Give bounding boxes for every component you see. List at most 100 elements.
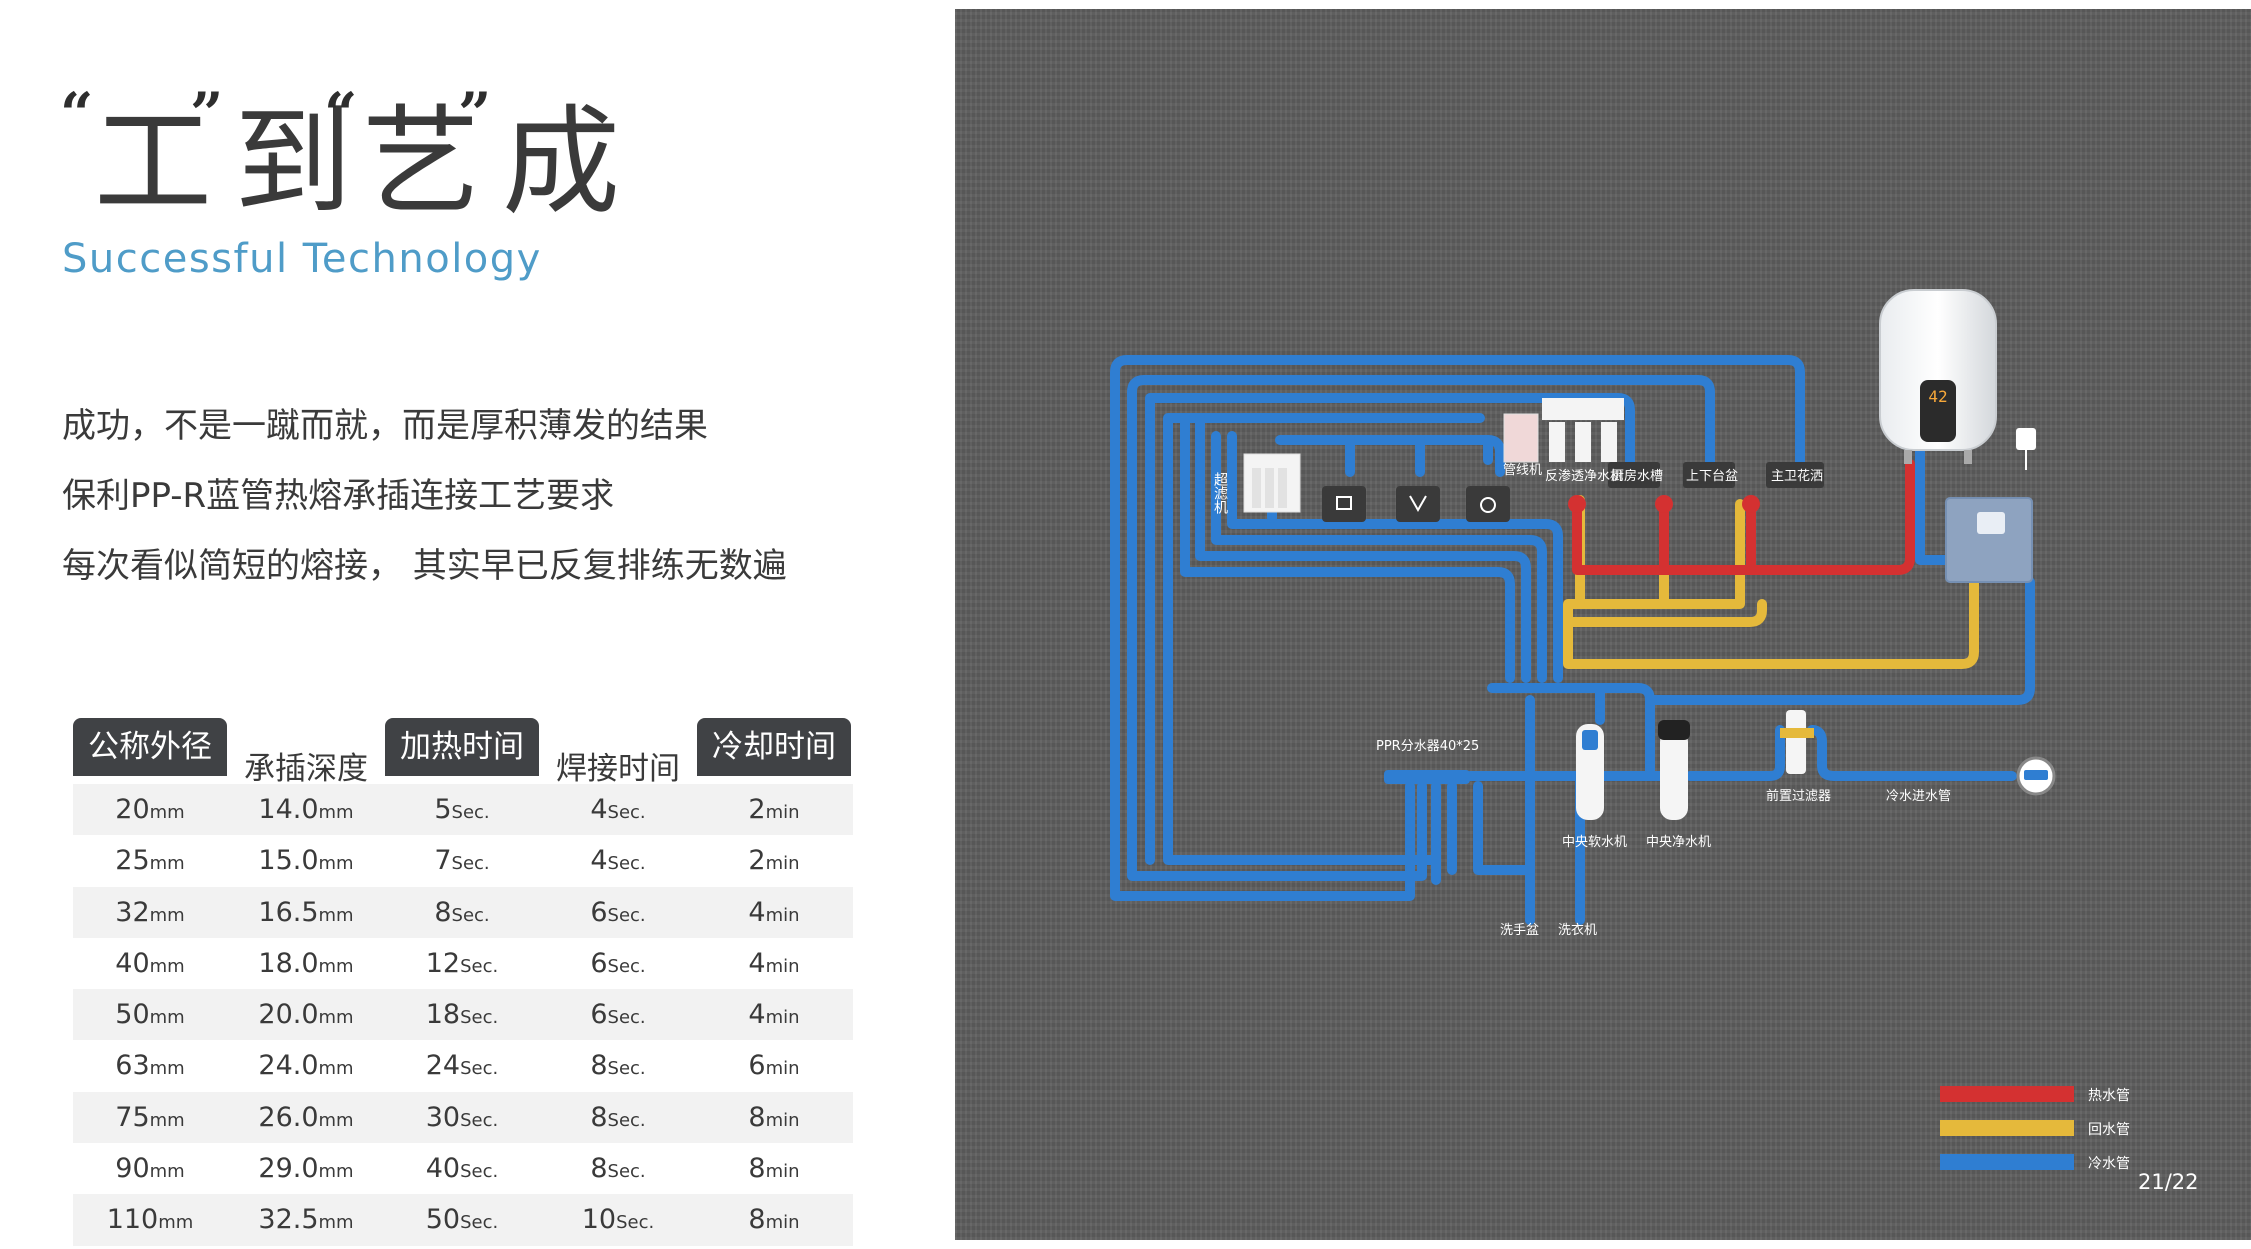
cold-pipe-segment xyxy=(1915,445,1951,565)
cold-pipe-segment xyxy=(1595,725,2017,781)
table-cell: 12Sec. xyxy=(385,938,539,989)
table-cell: 6Sec. xyxy=(541,938,695,989)
water-meter-icon xyxy=(2016,756,2056,796)
hot-pipe-segment xyxy=(1572,459,1915,575)
drinking-tap-icon xyxy=(1466,486,1510,522)
water-heater: 42 xyxy=(1879,289,1997,464)
tea-bar-icon xyxy=(1322,486,1366,522)
cell-value: 90 xyxy=(115,1153,150,1185)
cell-unit: mm xyxy=(149,1007,185,1029)
cell-value: 8 xyxy=(748,1204,766,1236)
cell-unit: mm xyxy=(318,1109,354,1131)
cell-value: 6 xyxy=(590,896,608,928)
cell-value: 6 xyxy=(590,999,608,1031)
cold-pipe-segment xyxy=(1110,355,1805,901)
cell-value: 8 xyxy=(590,1101,608,1133)
table-cell: 6Sec. xyxy=(541,989,695,1040)
kitchen-faucet-icon xyxy=(1396,486,1440,522)
cell-unit: min xyxy=(765,955,800,977)
title-quote-open: “ xyxy=(60,80,94,148)
cell-unit: Sec. xyxy=(607,904,646,926)
heater-display-value: 42 xyxy=(1928,387,1947,406)
return-pipe-segment xyxy=(1563,577,1979,669)
table-cell: 10Sec. xyxy=(541,1194,695,1245)
table-header-row: 公称外径 承插深度 加热时间 焊接时间 冷却时间 xyxy=(73,718,853,785)
cell-unit: Sec. xyxy=(460,1109,499,1131)
cell-unit: mm xyxy=(318,904,354,926)
cell-unit: min xyxy=(765,1007,800,1029)
cell-value: 24.0 xyxy=(258,1050,319,1082)
cell-unit: Sec. xyxy=(460,1161,499,1183)
title-quote-open-2: “ xyxy=(324,80,358,148)
label-prefilter: 前置过滤器 xyxy=(1766,788,1831,804)
cell-value: 8 xyxy=(748,1153,766,1185)
table-cell: 90mm xyxy=(73,1143,227,1194)
cold-pipe-segment xyxy=(1267,435,1505,523)
cell-unit: min xyxy=(765,1058,800,1080)
header-heating-time: 加热时间 xyxy=(385,718,539,776)
cell-unit: mm xyxy=(318,1212,354,1234)
central-softener xyxy=(1576,724,1604,820)
label-ultrafilter: 超滤机 xyxy=(1212,472,1228,515)
cell-unit: mm xyxy=(149,904,185,926)
cell-value: 14.0 xyxy=(258,794,319,825)
cold-pipe-segment xyxy=(1127,375,1715,881)
cell-value: 110 xyxy=(106,1204,159,1236)
cell-unit: Sec. xyxy=(607,955,646,977)
table-cell: 8min xyxy=(697,1194,851,1245)
title-quote-close-2: ” xyxy=(458,80,492,148)
intro-line-1: 成功，不是一蹴而就，而是厚积薄发的结果 xyxy=(62,406,708,446)
subtitle: Successful Technology xyxy=(62,236,542,282)
cell-value: 40 xyxy=(115,947,150,979)
cell-unit: mm xyxy=(158,1212,194,1234)
cell-value: 10 xyxy=(581,1204,617,1236)
prefilter xyxy=(1780,710,1814,774)
cell-unit: Sec. xyxy=(451,802,490,823)
label-basin: 上下台盆 xyxy=(1686,469,1738,484)
ultrafilter-device xyxy=(1243,453,1301,513)
table-cell: 6Sec. xyxy=(541,887,695,938)
cell-unit: min xyxy=(765,904,800,926)
table-cell: 29.0mm xyxy=(229,1143,383,1194)
hot-pipe-segment xyxy=(1659,499,1756,575)
table-cell: 8min xyxy=(697,1143,851,1194)
table-cell: 14.0mm xyxy=(229,784,383,835)
label-central-purifier: 中央净水机 xyxy=(1646,835,1711,850)
cold-pipe-segment xyxy=(1645,577,2035,705)
header-cooling-time: 冷却时间 xyxy=(697,718,851,776)
table-cell: 50mm xyxy=(73,989,227,1040)
cell-value: 29.0 xyxy=(258,1153,319,1185)
cell-value: 20 xyxy=(115,794,150,825)
table-cell: 5Sec. xyxy=(385,784,539,835)
cell-unit: min xyxy=(765,802,800,823)
header-welding-time: 焊接时间 xyxy=(541,728,695,785)
cell-value: 16.5 xyxy=(258,896,319,928)
table-cell: 8min xyxy=(697,1092,851,1143)
table-cell: 8Sec. xyxy=(541,1143,695,1194)
cell-value: 6 xyxy=(590,947,608,979)
table-cell: 32.5mm xyxy=(229,1194,383,1245)
central-purifier xyxy=(1658,720,1690,820)
cell-unit: min xyxy=(765,1212,800,1234)
cell-value: 32 xyxy=(115,896,150,928)
title-char-2: 到 xyxy=(234,93,353,231)
cell-unit: mm xyxy=(318,1007,354,1029)
cell-unit: min xyxy=(765,853,800,875)
table-cell: 6min xyxy=(697,1040,851,1091)
cell-unit: min xyxy=(765,1161,800,1183)
cell-value: 32.5 xyxy=(258,1204,319,1236)
cell-value: 4 xyxy=(748,947,766,979)
table-cell: 2min xyxy=(697,784,851,835)
cell-unit: mm xyxy=(149,1161,185,1183)
intro-line-3: 每次看似简短的熔接， 其实早已反复排练无数遍 xyxy=(62,546,787,586)
title-quote-close: ” xyxy=(190,80,224,148)
table-cell: 8Sec. xyxy=(385,887,539,938)
cell-unit: mm xyxy=(318,1161,354,1183)
